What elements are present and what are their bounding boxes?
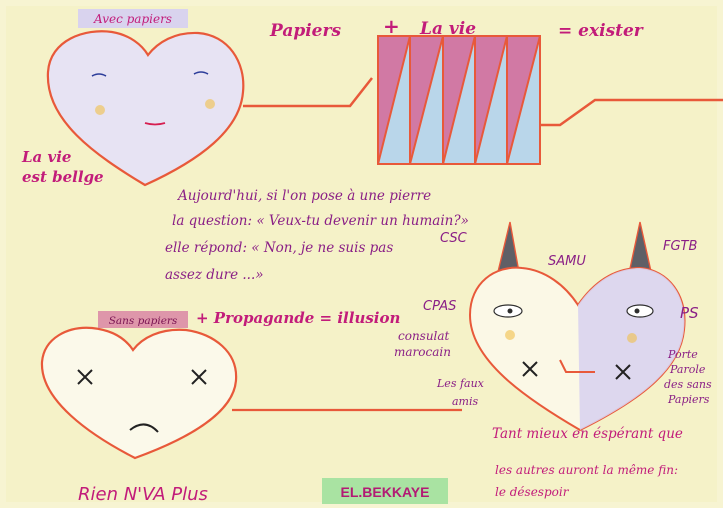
devil-right-pupil (634, 308, 640, 314)
happy-heart-shape (46, 30, 245, 187)
sans-papiers-tag (98, 311, 188, 328)
fgtb-label: FGTB (663, 239, 697, 254)
top-connector-line (243, 77, 373, 108)
avec-papiers-tag (78, 9, 188, 28)
right-connector-line (540, 98, 723, 127)
avec-papiers-label: Avec papiers (93, 12, 172, 26)
happy-heart-right-eye (193, 71, 209, 75)
zigzag-lines (377, 35, 541, 165)
faux-amis-line-1: Les faux (436, 377, 485, 390)
porte-parole-line-1: Porte (667, 348, 698, 361)
sad-heart-right-x-eye (191, 369, 207, 385)
devil-mouth (559, 359, 595, 373)
sad-heart-shape (40, 326, 238, 460)
devil-left-x-eye (522, 361, 538, 377)
consulat-label-line-2: marocain (394, 345, 451, 359)
devil-right-cheek (627, 333, 637, 343)
sans-papiers-label: Sans papiers (109, 315, 178, 327)
quote-block: Aujourd'hui, si l'on pose à une pierre l… (165, 188, 469, 283)
consulat-label-line-1: consulat (398, 329, 450, 343)
happy-heart-left-eye (91, 73, 107, 77)
signature-label: EL.BEKKAYE (341, 484, 430, 500)
porte-parole-line-4: Papiers (667, 393, 710, 406)
sad-heart (40, 326, 238, 460)
happy-heart-smile (144, 122, 166, 126)
devil-heart-purple-half (578, 268, 685, 430)
sad-heart-frown (129, 423, 159, 433)
porte-parole-line-3: des sans (664, 378, 712, 391)
papiers-label: Papiers (269, 21, 341, 41)
happy-heart (46, 30, 245, 187)
faux-amis-line-2: amis (452, 395, 479, 408)
signature-tag (322, 478, 448, 504)
ps-label: PS (680, 304, 699, 322)
ending-line-1: Tant mieux en éspérant que (492, 426, 683, 442)
ending-line-2: les autres auront la même fin: (495, 463, 678, 477)
plus-sign: + (383, 14, 400, 38)
happy-heart-right-cheek (205, 99, 215, 109)
est-belle-label: est bellge (22, 168, 104, 186)
devil-right-x-eye (615, 364, 631, 380)
propagande-label: + Propagande = illusion (196, 309, 400, 327)
porte-parole-line-2: Parole (669, 363, 706, 376)
quote-line-2: la question: « Veux-tu devenir un humain… (172, 213, 469, 229)
csc-label: CSC (440, 231, 468, 246)
cpas-label: CPAS (423, 299, 456, 314)
zigzag-frame (377, 35, 541, 165)
devil-left-pupil (507, 308, 513, 314)
samu-label: SAMU (548, 254, 586, 269)
happy-heart-left-cheek (95, 105, 105, 115)
ending-line-3: le désespoir (495, 485, 570, 499)
organisation-labels: CSC SAMU FGTB CPAS PS consulat marocain … (394, 231, 712, 408)
quote-line-4: assez dure ...» (165, 267, 264, 283)
exister-label: = exister (558, 21, 644, 41)
devil-left-cheek (505, 330, 515, 340)
quote-line-1: Aujourd'hui, si l'on pose à une pierre (176, 188, 431, 204)
la-vie-label: La vie (419, 19, 476, 39)
devil-heart (468, 221, 686, 432)
rien-nva-plus-label: Rien N'VA Plus (78, 484, 208, 505)
zigzag-block (377, 35, 541, 165)
devil-right-eye (626, 304, 654, 318)
la-vie-est-label: La vie (21, 148, 71, 166)
quote-line-3: elle répond: « Non, je ne suis pas (165, 240, 393, 256)
sad-heart-left-x-eye (77, 369, 93, 385)
